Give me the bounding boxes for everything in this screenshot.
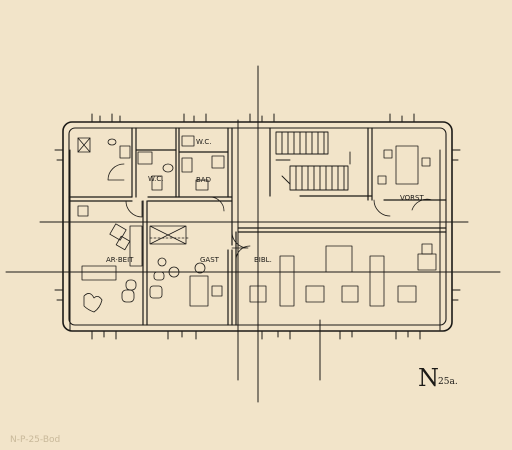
archive-note: N-P-25-Bod (10, 435, 60, 445)
window-marks (54, 113, 461, 340)
fixtures (77, 135, 225, 245)
furniture-gast (149, 257, 223, 307)
furniture-vorst (377, 145, 431, 185)
sheet-mark: N 25a. (418, 364, 458, 392)
room-label-arbeit: AR·BEIT (106, 256, 134, 264)
room-label-gast: GAST (200, 256, 220, 264)
room-label-wc-left: W.C. (148, 175, 163, 183)
door-swings (107, 163, 433, 261)
room-label-vorst: VORST. (400, 194, 425, 202)
room-label-bibl: BIBL. (254, 256, 272, 264)
interior-walls (68, 127, 447, 326)
room-labels: W.C. W.C. BAD VORST. AR·BEIT GAST BIBL. (106, 138, 425, 264)
staircase (275, 131, 351, 191)
sheet-mark-letter: N (418, 364, 439, 392)
sheet-mark-number: 25a. (438, 377, 458, 387)
room-label-bad: BAD (196, 176, 211, 184)
furniture-arbeit (77, 205, 143, 313)
outer-walls (62, 121, 453, 332)
room-label-wc-top: W.C. (196, 138, 211, 146)
furniture-bibl (249, 243, 437, 307)
